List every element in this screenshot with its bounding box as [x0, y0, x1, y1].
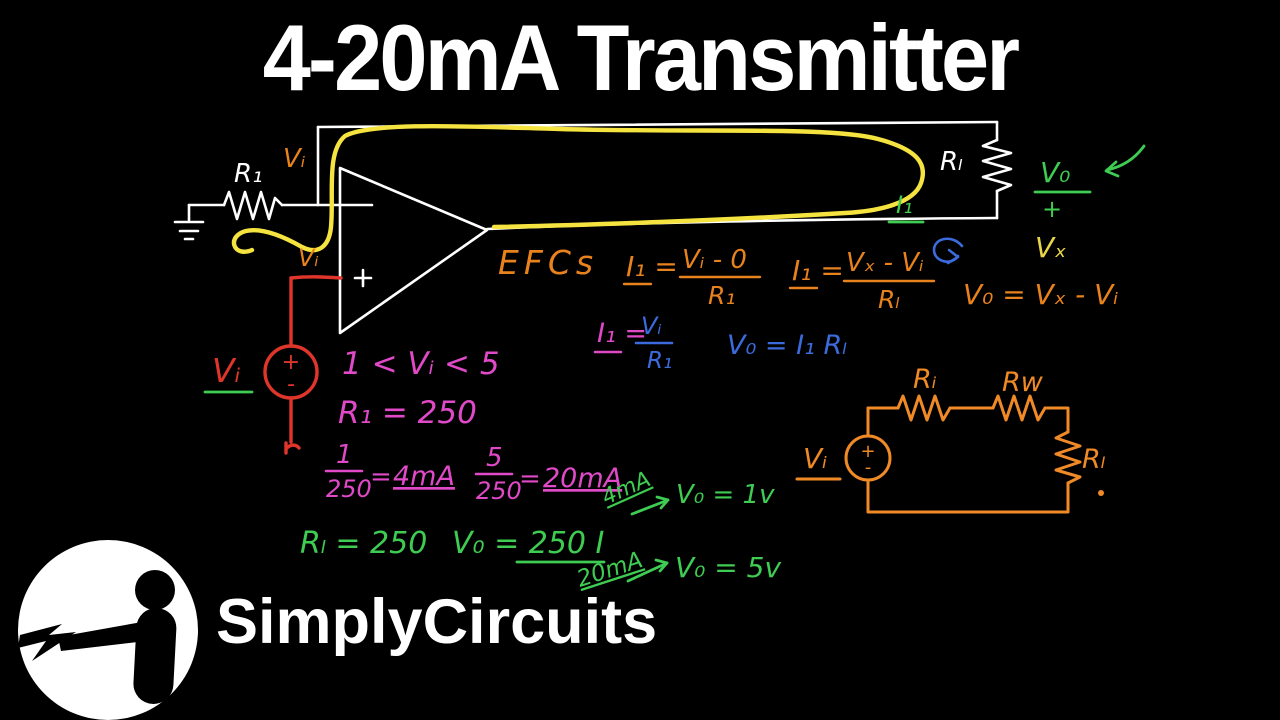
yellow-loop [231, 123, 925, 254]
case1-arrow-head [655, 495, 670, 510]
resistor-r1-zigzag [222, 190, 284, 221]
mini-right-bottom-wire [866, 478, 1070, 514]
blue-equations: I₁ = Vᵢ R₁ V₀ = I₁ Rₗ [593, 237, 964, 374]
red-wire-right [289, 275, 343, 280]
rl-value: Rₗ = 250 [300, 526, 427, 561]
mini-vi-label: Vᵢ [803, 442, 827, 475]
frac1-result: 4mA [393, 461, 455, 492]
mini-top-wire-3 [1043, 406, 1070, 434]
page-title: 4-20mA Transmitter [262, 5, 1020, 110]
mini-rw-label: Rw [1002, 367, 1044, 398]
r1-value: R₁ = 250 [338, 395, 477, 431]
frac1-denominator: 250 [326, 475, 372, 503]
logo-lightning-icon [18, 624, 76, 661]
eq2-lead: I₁ = [792, 254, 844, 287]
vi-top-label: Vᵢ [283, 144, 306, 174]
green-equations: Rₗ = 250 V₀ = 250 I 4mA V₀ = 1v 20mA V₀ … [300, 467, 781, 593]
logo-person-body [133, 608, 177, 704]
red-voltage-source: + - Vᵢ [203, 275, 343, 455]
yellow-loop-path [231, 123, 925, 254]
case2-arrow [626, 561, 669, 583]
frac2-numerator: 5 [486, 443, 503, 473]
frac2-result: 20mA [543, 463, 622, 494]
eq3-vo-formula: V₀ = Vₓ - Vᵢ [963, 278, 1118, 311]
mini-dot [1098, 490, 1104, 496]
logo-person-head [135, 570, 175, 610]
mini-resistor-rw [991, 394, 1047, 422]
green-arrow-icon [1105, 144, 1146, 172]
case1-result: V₀ = 1v [676, 480, 775, 510]
blue-curl-arrow-head [946, 248, 960, 265]
logo-person-arm [58, 622, 146, 651]
opamp-triangle [338, 166, 489, 335]
case1-arrow [630, 498, 670, 516]
mini-source-plus: + [860, 441, 875, 462]
eq1-denominator: R₁ [708, 281, 735, 310]
eq2-numerator: Vₓ - Vᵢ [846, 248, 924, 278]
frac1-numerator: 1 [336, 440, 353, 470]
magenta-equations: 1 < Vᵢ < 5 R₁ = 250 1 250 = 4mA 5 250 = … [324, 346, 622, 505]
eq4-lead: I₁ = [597, 318, 647, 349]
vx-label: Vₓ [1035, 231, 1067, 264]
opamp-plus-input-sign [353, 268, 373, 288]
mini-ri-label: Rᵢ [913, 364, 937, 395]
channel-name: SimplyCircuits [216, 587, 658, 657]
r1-label: R₁ [234, 159, 263, 189]
vi-source-label: Vᵢ [212, 351, 241, 390]
eq5-vo-formula: V₀ = I₁ Rₗ [727, 330, 847, 361]
output-labels: V₀ + I₁ Vₓ Vᵢ Vᵢ [283, 144, 1146, 272]
eq2-denominator: Rₗ [878, 285, 900, 314]
vi-range: 1 < Vᵢ < 5 [342, 346, 500, 382]
vi-node-label: Vᵢ [298, 244, 319, 272]
frac1-equals: = [370, 462, 392, 492]
eq4-denominator: R₁ [647, 348, 672, 374]
ground-symbol [173, 203, 205, 241]
mini-resistor-ri [896, 394, 952, 422]
red-ground-mark [284, 441, 301, 455]
eq4-numerator: Vᵢ [641, 312, 662, 340]
orange-equations: EFCs I₁ = Vᵢ - 0 R₁ I₁ = Vₓ - Vᵢ Rₗ V₀ =… [498, 243, 1118, 314]
efcs-label: EFCs [498, 243, 598, 282]
mini-rl-label: Rₗ [1082, 444, 1106, 475]
mini-resistor-rl [1054, 430, 1082, 485]
eq1-lead: I₁ = [626, 250, 678, 283]
rl-label: Rₗ [940, 147, 963, 177]
case2-arrow-head [654, 558, 669, 573]
vo-label: V₀ [1040, 156, 1070, 189]
mini-source-minus: - [865, 457, 872, 478]
channel-logo [18, 540, 198, 720]
vo-plus-label: + [1042, 195, 1062, 223]
resistor-rl-zigzag [981, 138, 1013, 193]
frac2-denominator: 250 [476, 477, 522, 505]
source-plus: + [282, 350, 300, 375]
case2-result: V₀ = 5v [675, 551, 781, 584]
mini-circuit-orange: + - Rᵢ Rw Rₗ Vᵢ [795, 364, 1106, 514]
source-minus: - [287, 372, 295, 397]
vo-250i-formula: V₀ = 250 I [452, 526, 605, 561]
eq1-numerator: Vᵢ - 0 [682, 245, 747, 275]
frac2-equals: = [519, 464, 541, 494]
green-arrow-head [1104, 160, 1120, 178]
i1-label: I₁ [896, 191, 913, 219]
